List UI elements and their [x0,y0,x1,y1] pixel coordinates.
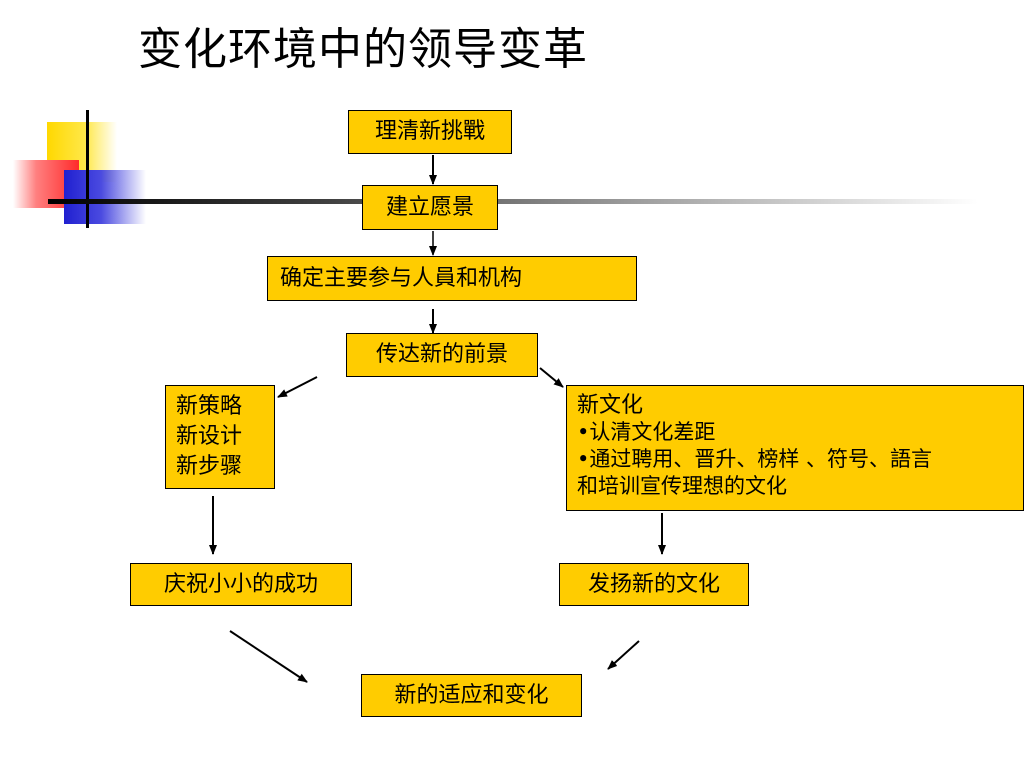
node-communicate-vision: 传达新的前景 [346,333,538,377]
node-celebrate-wins-label: 庆祝小小的成功 [163,571,318,597]
ornament-vertical-line [86,110,89,228]
node-adapt-change: 新的适应和变化 [361,674,582,717]
node-communicate-vision-label: 传达新的前景 [375,342,508,367]
node-clarify-challenge: 理清新挑戰 [348,110,512,154]
node-new-culture-line: •通过聘用、晋升、榜样 、符号、語言 [577,447,933,471]
ornament-horizontal-rule [48,199,978,204]
node-new-culture-line: 和培训宣传理想的文化 [577,474,787,498]
ornament-blue-square [64,170,146,224]
arrow-to-culture [539,367,564,388]
arrow-celebrate-to-adapt [229,630,308,683]
node-promote-culture: 发扬新的文化 [559,563,749,606]
node-clarify-challenge-label: 理清新挑戰 [374,119,485,144]
node-adapt-change-label: 新的适应和变化 [394,682,549,708]
arrow-promote-to-adapt [607,640,640,670]
node-new-culture-line: •认清文化差距 [577,420,716,444]
node-participants-label: 确定主要参与人員和机构 [280,265,523,291]
node-new-strategy-line: 新步骤 [176,454,243,479]
arrow-to-strategy [277,376,318,398]
node-build-vision: 建立愿景 [362,185,498,230]
node-new-strategy-line: 新设计 [176,424,243,449]
node-promote-culture-label: 发扬新的文化 [587,571,720,597]
node-build-vision-label: 建立愿景 [385,194,474,220]
node-new-strategy: 新策略 新设计 新步骤 [165,385,275,489]
page-title: 变化环境中的领导变革 [138,24,588,75]
node-participants: 确定主要参与人員和机构 [267,256,637,301]
node-new-strategy-line: 新策略 [176,394,243,419]
node-new-culture-line: 新文化 [577,393,644,418]
node-celebrate-wins: 庆祝小小的成功 [130,563,352,606]
node-new-culture: 新文化 •认清文化差距 •通过聘用、晋升、榜样 、符号、語言 和培训宣传理想的文… [566,385,1024,511]
